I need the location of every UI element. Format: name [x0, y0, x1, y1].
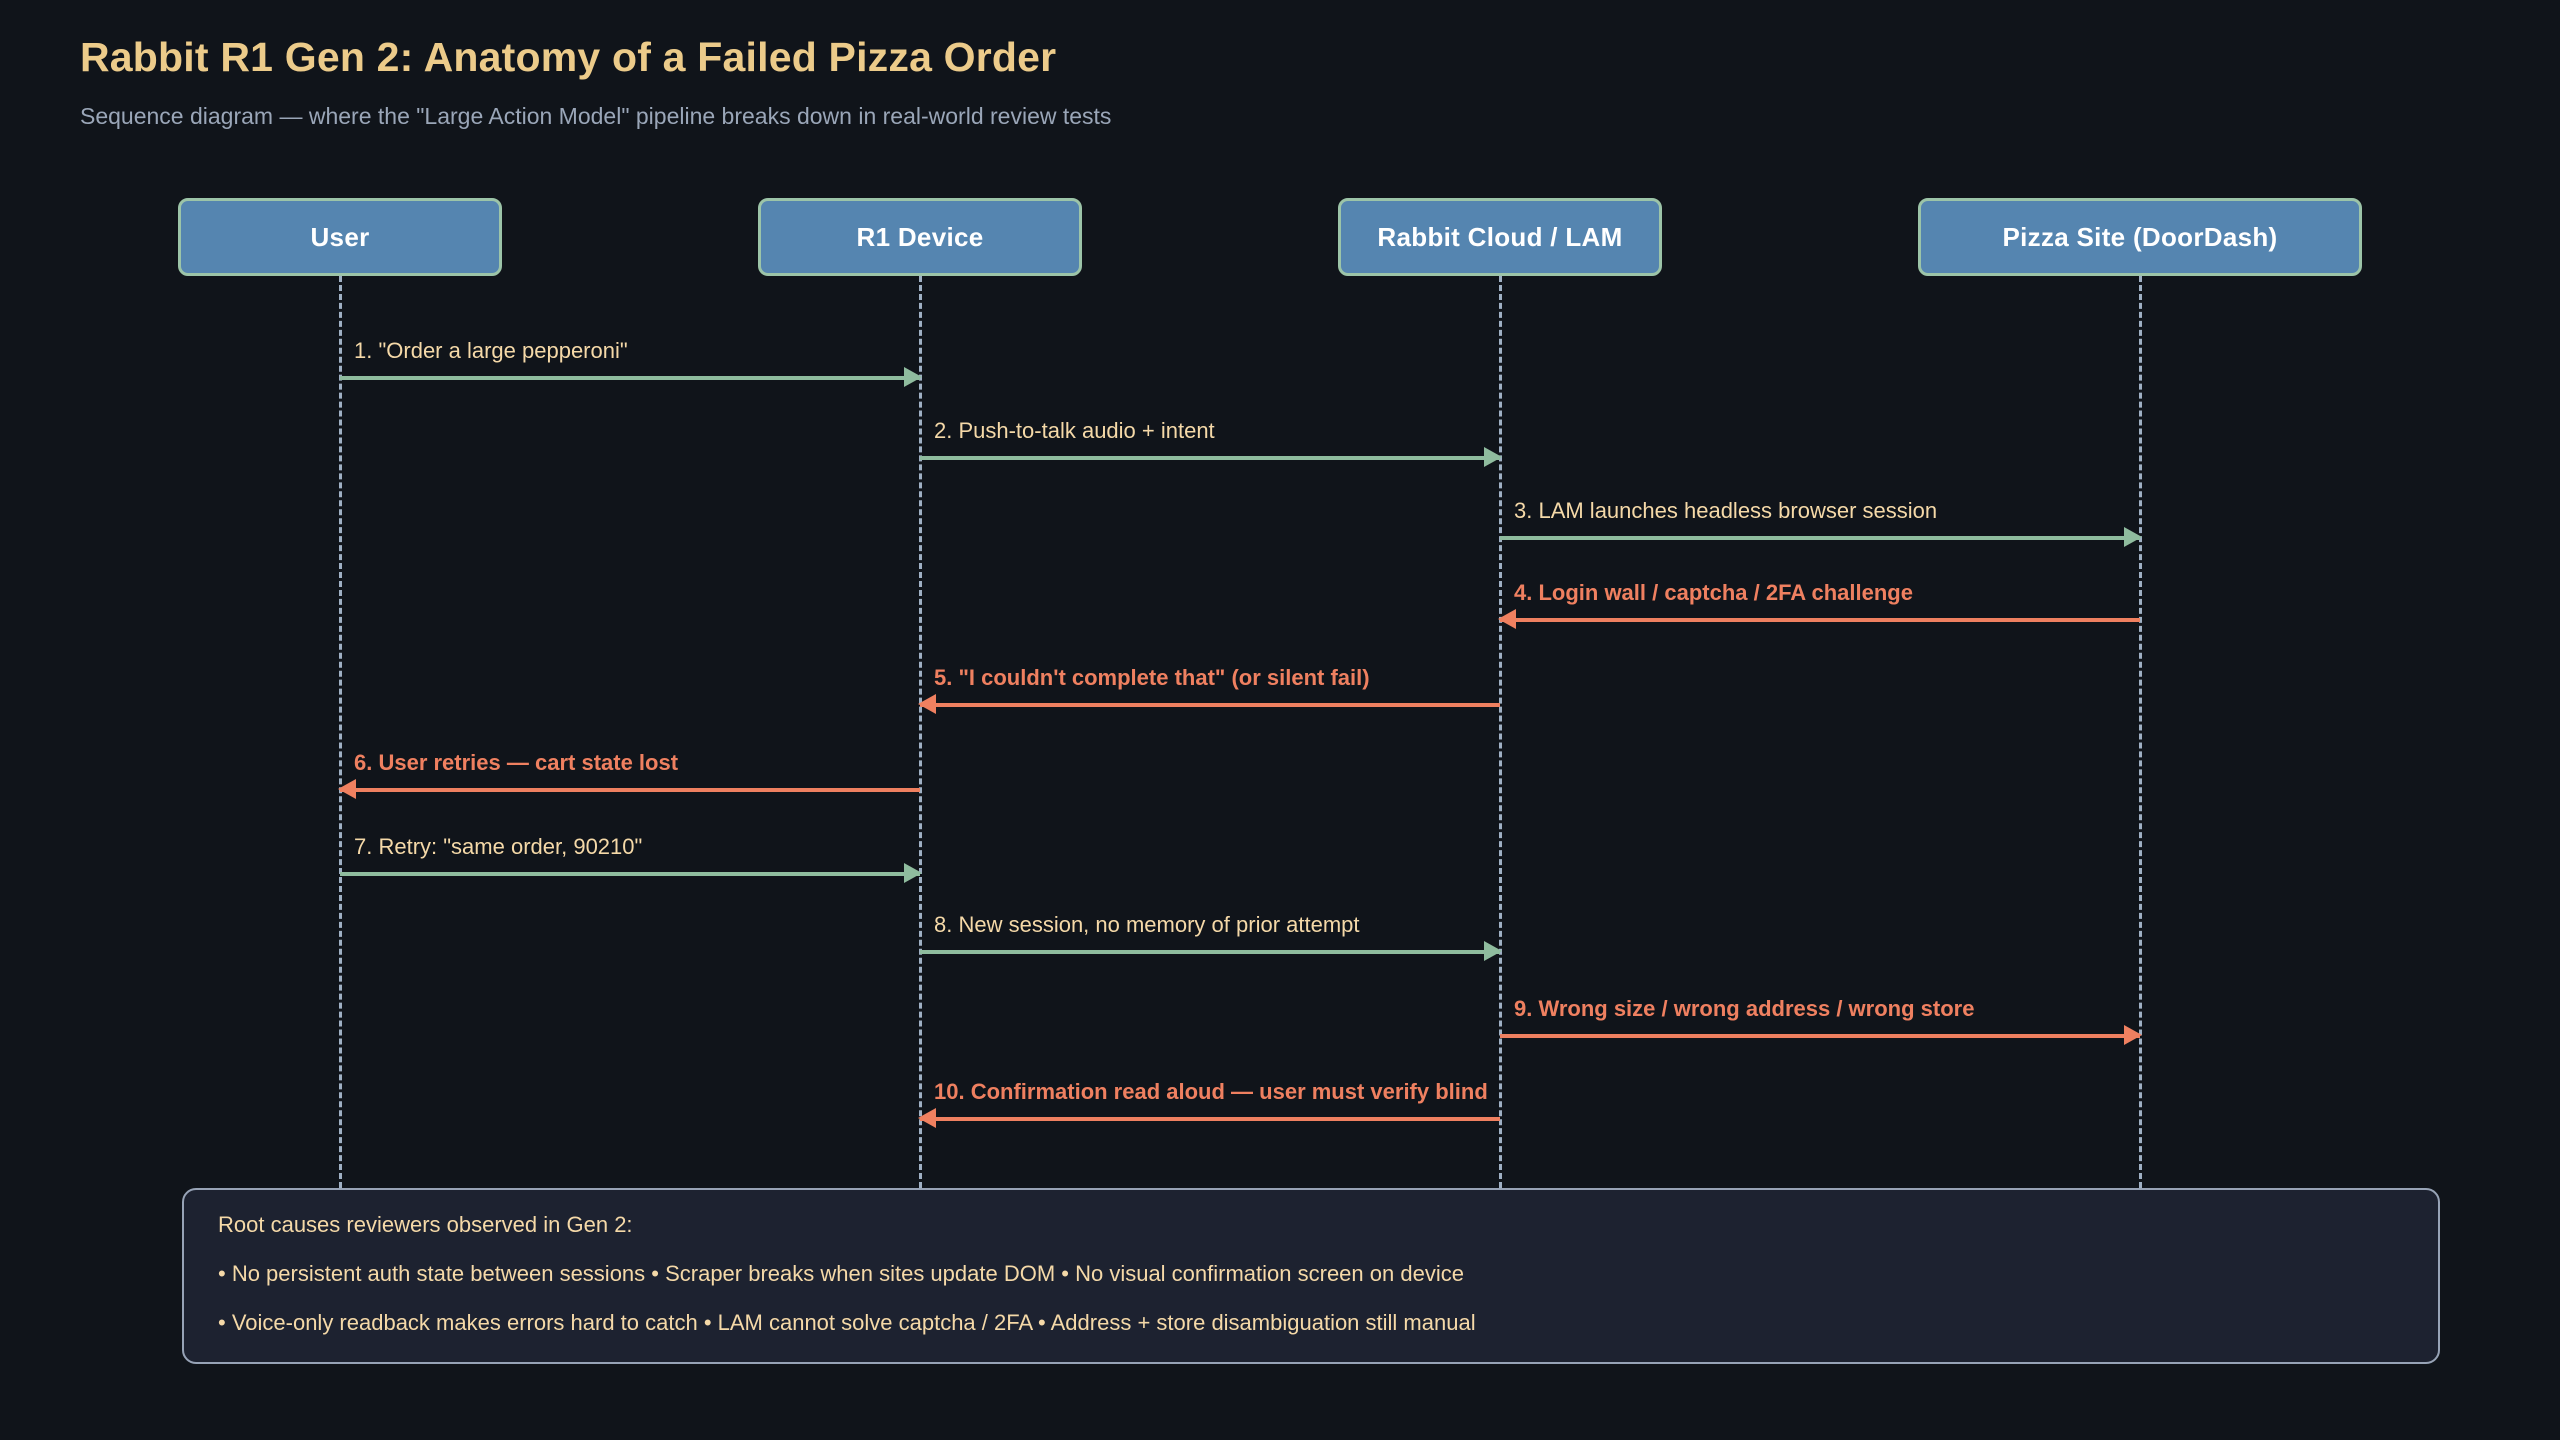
arrowhead-right-icon — [904, 863, 922, 883]
message-label: 7. Retry: "same order, 90210" — [354, 834, 643, 859]
arrowhead-left-icon — [918, 1108, 936, 1128]
message-arrow-line — [340, 376, 920, 380]
lifeline-r1 — [919, 276, 922, 1188]
actor-label: User — [310, 221, 370, 252]
lifeline-site — [2139, 276, 2142, 1188]
message-arrow-line — [920, 1117, 1500, 1121]
message-label: 6. User retries — cart state lost — [354, 750, 679, 775]
arrowhead-left-icon — [338, 779, 356, 799]
message-label: 8. New session, no memory of prior attem… — [934, 912, 1360, 937]
page-subtitle: Sequence diagram — where the "Large Acti… — [80, 103, 1112, 129]
message-label: 4. Login wall / captcha / 2FA challenge — [1514, 580, 1913, 605]
lifeline-cloud — [1499, 276, 1502, 1188]
actor-box-site[interactable]: Pizza Site (DoorDash) — [1918, 198, 2362, 276]
message-label: 3. LAM launches headless browser session — [1514, 498, 1938, 523]
actor-label: R1 Device — [856, 221, 984, 252]
message-arrow-line — [340, 788, 920, 792]
note-bullet-line: • Voice-only readback makes errors hard … — [218, 1310, 1476, 1335]
arrowhead-right-icon — [1484, 447, 1502, 467]
actor-box-r1[interactable]: R1 Device — [758, 198, 1082, 276]
actor-label: Rabbit Cloud / LAM — [1377, 221, 1623, 252]
note-heading: Root causes reviewers observed in Gen 2: — [218, 1212, 633, 1237]
message-arrow-line — [1500, 536, 2140, 540]
message-arrow-line — [1500, 618, 2140, 622]
message-arrow-line — [920, 950, 1500, 954]
message-arrow-line — [1500, 1034, 2140, 1038]
arrowhead-right-icon — [1484, 941, 1502, 961]
message-label: 9. Wrong size / wrong address / wrong st… — [1514, 996, 1975, 1021]
message-label: 1. "Order a large pepperoni" — [354, 338, 628, 363]
message-arrow-line — [340, 872, 920, 876]
actor-box-cloud[interactable]: Rabbit Cloud / LAM — [1338, 198, 1662, 276]
arrowhead-right-icon — [2124, 1025, 2142, 1045]
arrowhead-left-icon — [1498, 609, 1516, 629]
actor-label: Pizza Site (DoorDash) — [2002, 221, 2278, 252]
actor-box-user[interactable]: User — [178, 198, 502, 276]
message-arrow-line — [920, 703, 1500, 707]
arrowhead-right-icon — [904, 367, 922, 387]
message-label: 5. "I couldn't complete that" (or silent… — [934, 665, 1370, 690]
lifeline-user — [339, 276, 342, 1188]
root-causes-note-panel: Root causes reviewers observed in Gen 2:… — [182, 1188, 2440, 1364]
page-title: Rabbit R1 Gen 2: Anatomy of a Failed Piz… — [80, 34, 1057, 80]
message-label: 10. Confirmation read aloud — user must … — [934, 1079, 1488, 1104]
note-bullet-line: • No persistent auth state between sessi… — [218, 1261, 1464, 1286]
arrowhead-left-icon — [918, 694, 936, 714]
message-arrow-line — [920, 456, 1500, 460]
arrowhead-right-icon — [2124, 527, 2142, 547]
message-label: 2. Push-to-talk audio + intent — [934, 418, 1215, 443]
